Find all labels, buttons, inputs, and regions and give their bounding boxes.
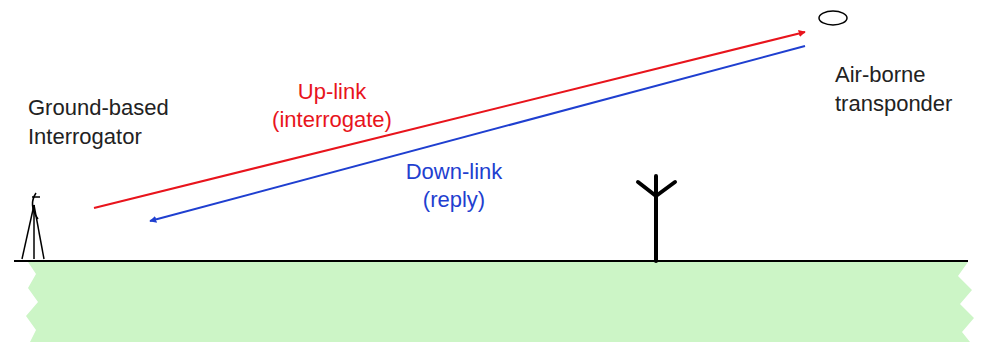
interrogator-node: Ground-based Interrogator [14, 185, 94, 261]
wind-turbine [638, 176, 675, 261]
horizon-line [14, 260, 968, 262]
ground-band [26, 262, 974, 342]
antenna-symbol [14, 185, 94, 261]
link-label: Down-link (reply) [392, 158, 516, 214]
link-label: Up-link (interrogate) [262, 78, 402, 134]
node-label: Air-borne transponder [835, 60, 975, 118]
transponder-node: Air-borne transponder [805, 6, 981, 114]
node-label: Ground-based Interrogator [28, 93, 193, 151]
downlink-arrow [150, 46, 805, 221]
